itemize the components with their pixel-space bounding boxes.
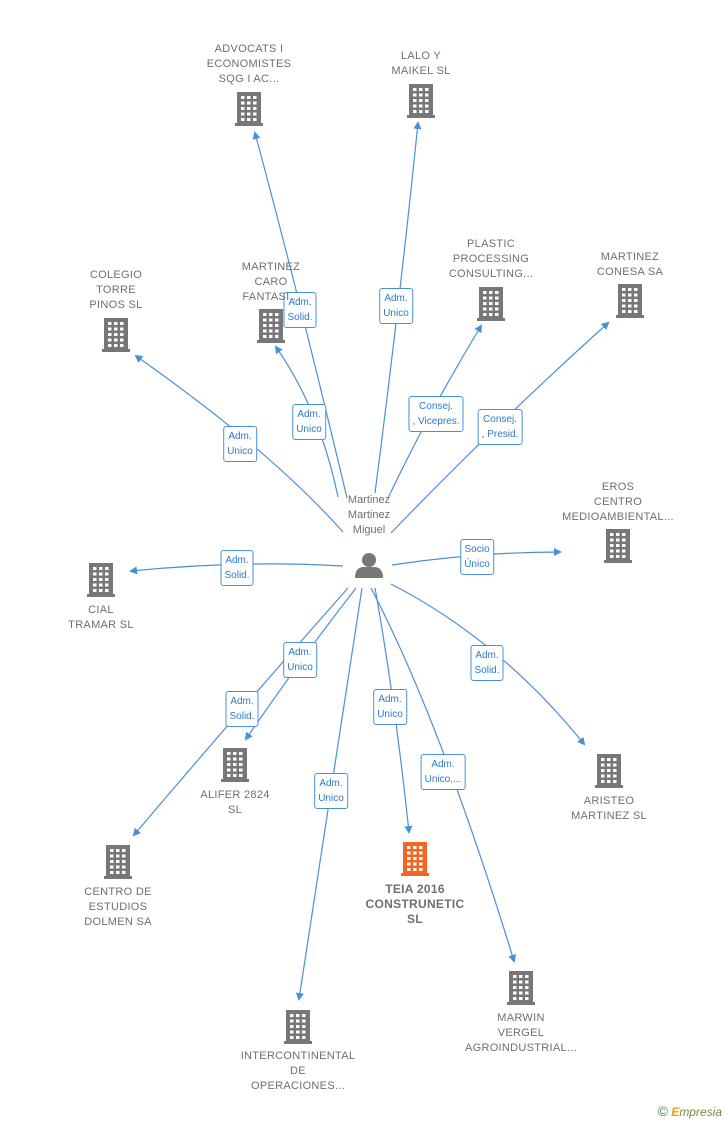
company-label-line: MARTINEZ xyxy=(241,261,301,273)
company-label-line: SQG I AC... xyxy=(218,73,280,85)
company-label-marwin[interactable]: MARWIN VERGEL AGROINDUSTRIAL... xyxy=(451,1011,591,1056)
brand-logo-text: mpresia xyxy=(679,1105,722,1119)
company-label-line: CARO xyxy=(254,276,288,288)
edge-label-teia: Adm.Unico xyxy=(373,689,407,725)
company-label-line: ALIFER 2824 xyxy=(200,789,270,801)
company-label-line: TORRE xyxy=(96,284,136,296)
company-label-line: SL xyxy=(227,804,243,816)
company-label-colegio[interactable]: COLEGIO TORRE PINOS SL xyxy=(46,268,186,313)
company-label-line: ADVOCATS I xyxy=(214,43,284,55)
edge-label-advocats: Adm.Solid. xyxy=(283,292,317,328)
company-label-line: COLEGIO xyxy=(89,269,143,281)
edge-label-colegio: Adm.Unico xyxy=(223,426,257,462)
company-label-line: CONESA SA xyxy=(596,266,664,278)
edge-label-marwin: Adm.Unico,... xyxy=(420,754,466,790)
company-label-line: DOLMEN SA xyxy=(84,916,152,928)
building-icon-colegio[interactable] xyxy=(102,318,130,352)
company-label-line: AGROINDUSTRIAL... xyxy=(464,1042,578,1054)
company-label-line: DE xyxy=(290,1065,306,1077)
building-icon-marwin[interactable] xyxy=(507,971,535,1005)
edge-label-caro: Adm.Unico xyxy=(292,404,326,440)
company-label-conesa[interactable]: MARTINEZ CONESA SA xyxy=(560,250,700,280)
edge-label-tramar: Adm.Solid. xyxy=(220,550,254,586)
person-label-line: Martinez xyxy=(347,494,391,506)
company-label-line: CONSULTING... xyxy=(448,268,534,280)
company-label-line: MARWIN xyxy=(497,1012,545,1024)
company-label-line: MAIKEL SL xyxy=(391,65,451,77)
company-label-line: LALO Y xyxy=(400,50,442,62)
company-label-line: VERGEL xyxy=(497,1027,545,1039)
building-icon-conesa[interactable] xyxy=(616,284,644,318)
company-label-line: ARISTEO xyxy=(583,795,635,807)
company-label-line: FANTASI... xyxy=(242,291,300,303)
building-icon-teia[interactable] xyxy=(401,842,429,876)
edge-marwin xyxy=(370,587,517,963)
company-label-lalo[interactable]: LALO Y MAIKEL SL xyxy=(351,49,491,79)
edge-label-aristeo: Adm.Solid. xyxy=(470,645,504,681)
building-icon-tramar[interactable] xyxy=(87,563,115,597)
copyright-footer: © Empresia xyxy=(658,1103,722,1119)
company-label-caro[interactable]: MARTINEZ CARO FANTASI... xyxy=(201,260,341,305)
edge-label-dolmen: Adm.Unico xyxy=(283,642,317,678)
edge-label-intercontinental: Adm.Unico xyxy=(314,773,348,809)
building-icon-dolmen[interactable] xyxy=(104,845,132,879)
company-label-aristeo[interactable]: ARISTEO MARTINEZ SL xyxy=(539,794,679,824)
person-label-line: Miguel xyxy=(352,524,386,536)
company-label-line: MARTINEZ xyxy=(600,251,660,263)
company-label-line: PINOS SL xyxy=(89,299,143,311)
company-label-line: TRAMAR SL xyxy=(68,619,134,631)
company-label-line: MARTINEZ SL xyxy=(571,810,647,822)
building-icon-advocats[interactable] xyxy=(235,92,263,126)
company-label-line: ECONOMISTES xyxy=(206,58,292,70)
company-label-tramar[interactable]: CIAL TRAMAR SL xyxy=(31,603,171,633)
company-label-advocats[interactable]: ADVOCATS I ECONOMISTES SQG I AC... xyxy=(179,42,319,87)
company-label-line: PROCESSING xyxy=(452,253,530,265)
company-label-line: EROS xyxy=(601,481,635,493)
company-label-dolmen[interactable]: CENTRO DE ESTUDIOS DOLMEN SA xyxy=(48,885,188,930)
brand-logo-initial: E xyxy=(671,1105,680,1119)
company-label-line: CENTRO xyxy=(593,496,643,508)
edge-label-plastic: Consej., Vicepres. xyxy=(408,396,464,432)
company-label-line: PLASTIC xyxy=(467,238,515,250)
building-icon-aristeo[interactable] xyxy=(595,754,623,788)
person-icon[interactable] xyxy=(355,553,383,578)
building-icon-alifer[interactable] xyxy=(221,748,249,782)
company-label-line: ESTUDIOS xyxy=(88,901,148,913)
company-label-line: SL xyxy=(407,912,423,926)
edge-label-conesa: Consej., Presid. xyxy=(477,409,523,445)
building-icon-eros[interactable] xyxy=(604,529,632,563)
company-label-plastic[interactable]: PLASTIC PROCESSING CONSULTING... xyxy=(421,237,561,282)
company-label-line: OPERACIONES... xyxy=(250,1080,346,1092)
company-label-line: INTERCONTINENTAL xyxy=(240,1050,356,1062)
building-icon-intercontinental[interactable] xyxy=(284,1010,312,1044)
building-icon-caro[interactable] xyxy=(257,309,285,343)
company-label-line: TEIA 2016 xyxy=(385,882,445,896)
copyright-icon: © xyxy=(657,1103,668,1119)
company-label-line: CENTRO DE xyxy=(84,886,152,898)
building-icon-lalo[interactable] xyxy=(407,84,435,118)
company-label-line: CIAL xyxy=(88,604,114,616)
building-icon-plastic[interactable] xyxy=(477,287,505,321)
company-label-line: CONSTRUNETIC xyxy=(365,897,465,911)
company-label-eros[interactable]: EROS CENTRO MEDIOAMBIENTAL... xyxy=(548,480,688,525)
company-label-line: MEDIOAMBIENTAL... xyxy=(562,511,674,523)
company-label-intercontinental[interactable]: INTERCONTINENTAL DE OPERACIONES... xyxy=(228,1049,368,1094)
edge-label-lalo: Adm.Unico xyxy=(379,288,413,324)
edge-label-alifer: Adm.Solid. xyxy=(225,691,259,727)
person-label-line: Martinez xyxy=(347,509,391,521)
